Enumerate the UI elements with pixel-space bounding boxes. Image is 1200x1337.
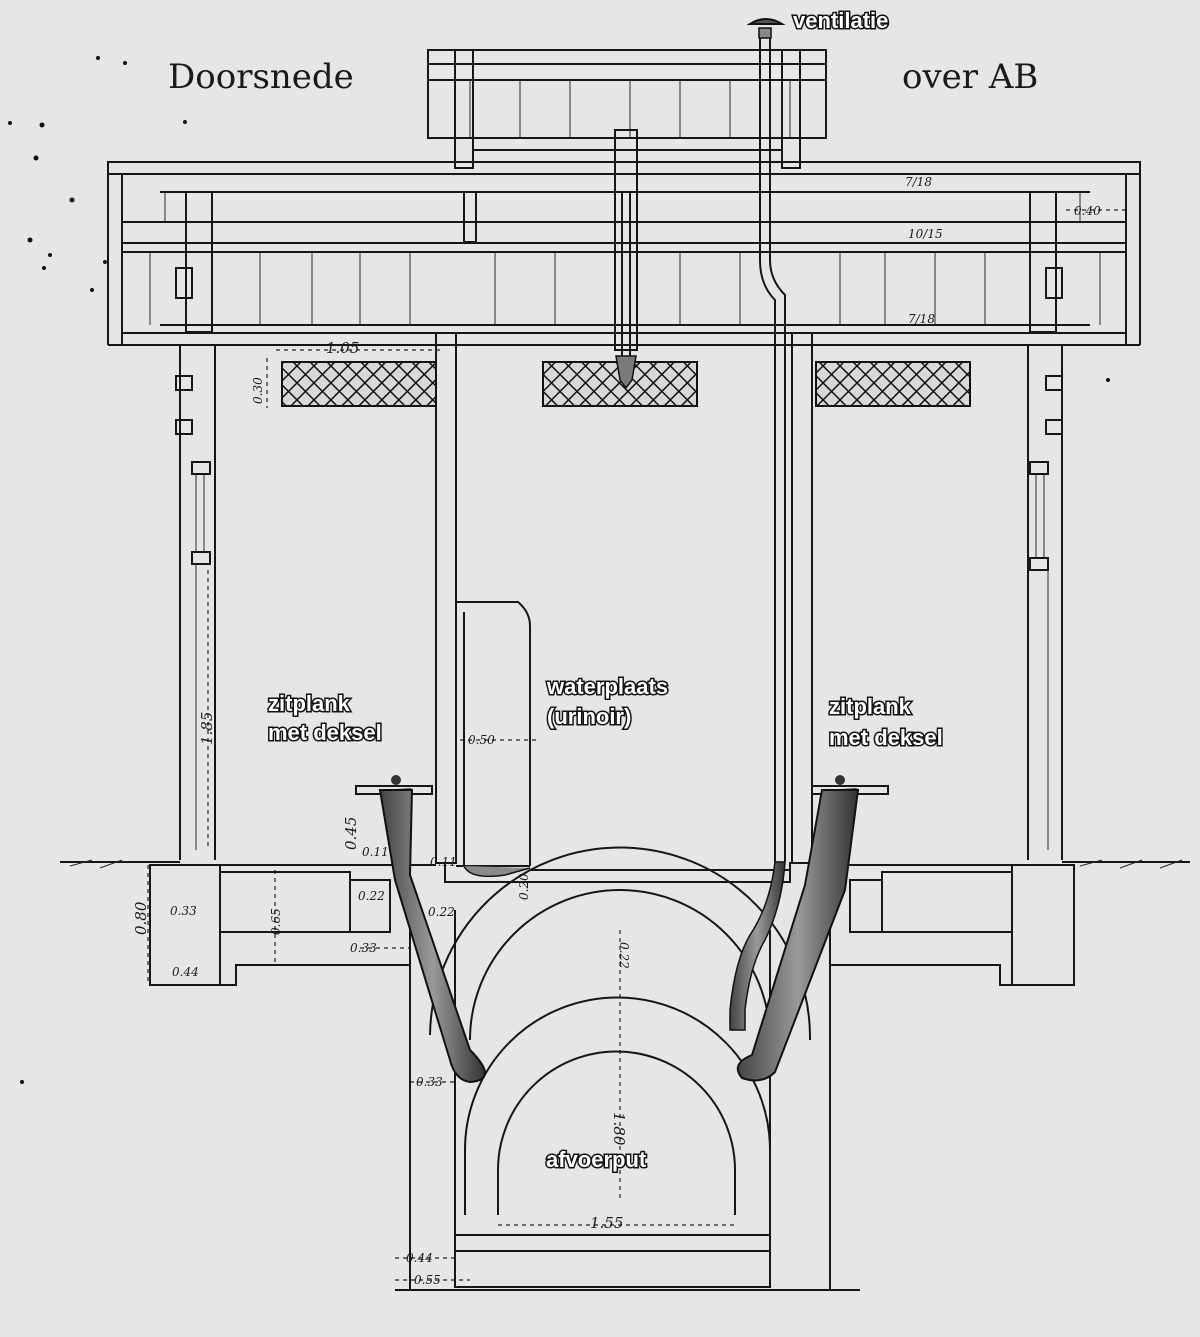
dim-wall-height: 1.85 (198, 712, 216, 745)
ground (60, 859, 1190, 869)
vent-lattice-right (815, 361, 971, 407)
vent-lattice-middle (542, 361, 698, 407)
label-seat-left-line1: zitplank (268, 691, 351, 716)
foundations (149, 864, 1075, 986)
dimension-lines (147, 209, 1126, 1281)
ink-spots (8, 56, 1110, 1084)
urinal (444, 601, 791, 883)
dim-found-ledge: 0.33 (170, 904, 197, 918)
dim-roof-beam-mid: 10/15 (908, 227, 943, 241)
label-drain: afvoerput (546, 1147, 647, 1172)
annotation-labels: ventilatie zitplank met deksel waterplaa… (267, 7, 945, 1174)
dim-roof-beam-top: 7/18 (905, 175, 932, 189)
dim-seat-height: 0.45 (342, 817, 360, 850)
vent-pipe-outlet (729, 861, 786, 1031)
dim-pit-width: 1.55 (590, 1214, 623, 1232)
dim-found-mid: 0.33 (350, 941, 377, 955)
dimension-labels: 7/18 0.40 10/15 7/18 1.05 0.30 1.85 0.50… (132, 175, 1101, 1287)
toilet-chute-left (355, 775, 486, 1084)
dim-roof-beam-low: 7/18 (908, 312, 935, 326)
dim-overhang: 0.40 (1074, 204, 1101, 218)
vent-lattice-left (281, 361, 437, 407)
roof-structure (107, 129, 1141, 351)
dim-floor-left: 0.11 (362, 845, 389, 859)
title-left: Doorsnede (168, 57, 354, 97)
label-seat-right-line1: zitplank (829, 694, 912, 719)
label-urinal-line1: waterplaats (546, 674, 668, 699)
dim-step-left: 0.22 (358, 889, 385, 903)
ventilation-pipe (746, 18, 786, 862)
title-right: over AB (902, 57, 1038, 97)
label-ventilation: ventilatie (793, 8, 888, 33)
partitions (435, 332, 813, 864)
right-wall (1027, 267, 1063, 860)
dim-pit-base-ledge: 0.44 (406, 1251, 433, 1265)
dim-step-mid: 0.22 (428, 905, 455, 919)
flush-pipe (615, 192, 637, 390)
dim-pit-base: 0.55 (414, 1273, 441, 1287)
dim-pit-wall: 0.33 (416, 1075, 443, 1089)
label-seat-left-line2: met deksel (268, 720, 382, 745)
dim-found-height: 0.65 (269, 908, 283, 935)
dim-window-height: 0.30 (251, 377, 265, 404)
dim-found-depth: 0.80 (132, 901, 150, 935)
dim-floor-mid: 0.11 (430, 855, 457, 869)
dim-window-width: 1.05 (326, 339, 359, 357)
label-seat-right-line2: met deksel (829, 725, 943, 750)
dim-vault-thickness: 0.22 (617, 942, 631, 969)
toilet-chute-right (736, 775, 889, 1082)
label-urinal-line2: (urinoir) (547, 704, 631, 729)
dim-pit-height: 1.80 (610, 1112, 628, 1146)
dim-floor-thickness: 0.20 (517, 873, 531, 900)
roof-lantern (427, 49, 827, 169)
dim-partition-offset: 0.50 (468, 733, 495, 747)
left-wall (175, 267, 216, 860)
dim-found-base: 0.44 (172, 965, 199, 979)
